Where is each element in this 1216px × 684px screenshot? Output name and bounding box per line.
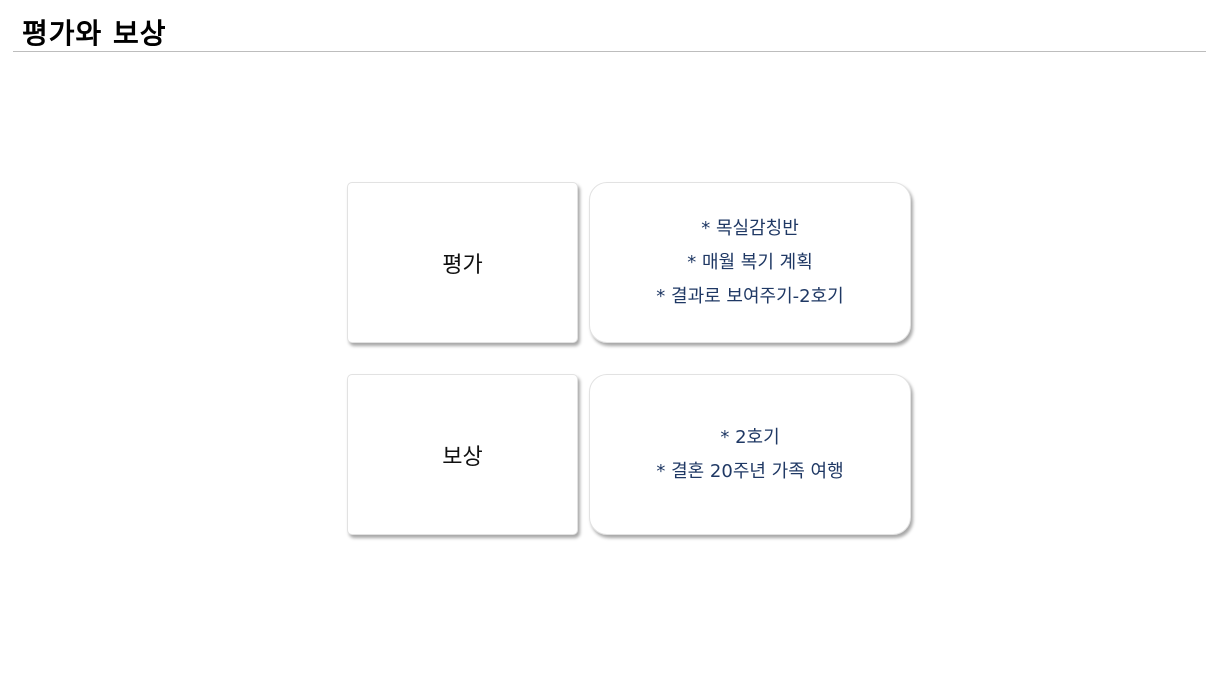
list-item: * 결과로 보여주기-2호기 — [656, 285, 844, 307]
reward-items-box: * 2호기 * 결혼 20주년 가족 여행 — [589, 374, 911, 535]
evaluation-items-box: * 목실감칭반 * 매월 복기 계획 * 결과로 보여주기-2호기 — [589, 182, 911, 343]
page-title: 평가와 보상 — [22, 17, 167, 50]
evaluation-label-box: 평가 — [347, 182, 578, 343]
list-item: * 2호기 — [720, 426, 780, 448]
title-divider — [13, 51, 1206, 52]
reward-label-box: 보상 — [347, 374, 578, 535]
list-item: * 결혼 20주년 가족 여행 — [656, 460, 844, 482]
reward-label: 보상 — [442, 444, 483, 470]
list-item: * 매월 복기 계획 — [687, 251, 813, 273]
list-item: * 목실감칭반 — [701, 217, 799, 239]
evaluation-label: 평가 — [442, 252, 483, 278]
